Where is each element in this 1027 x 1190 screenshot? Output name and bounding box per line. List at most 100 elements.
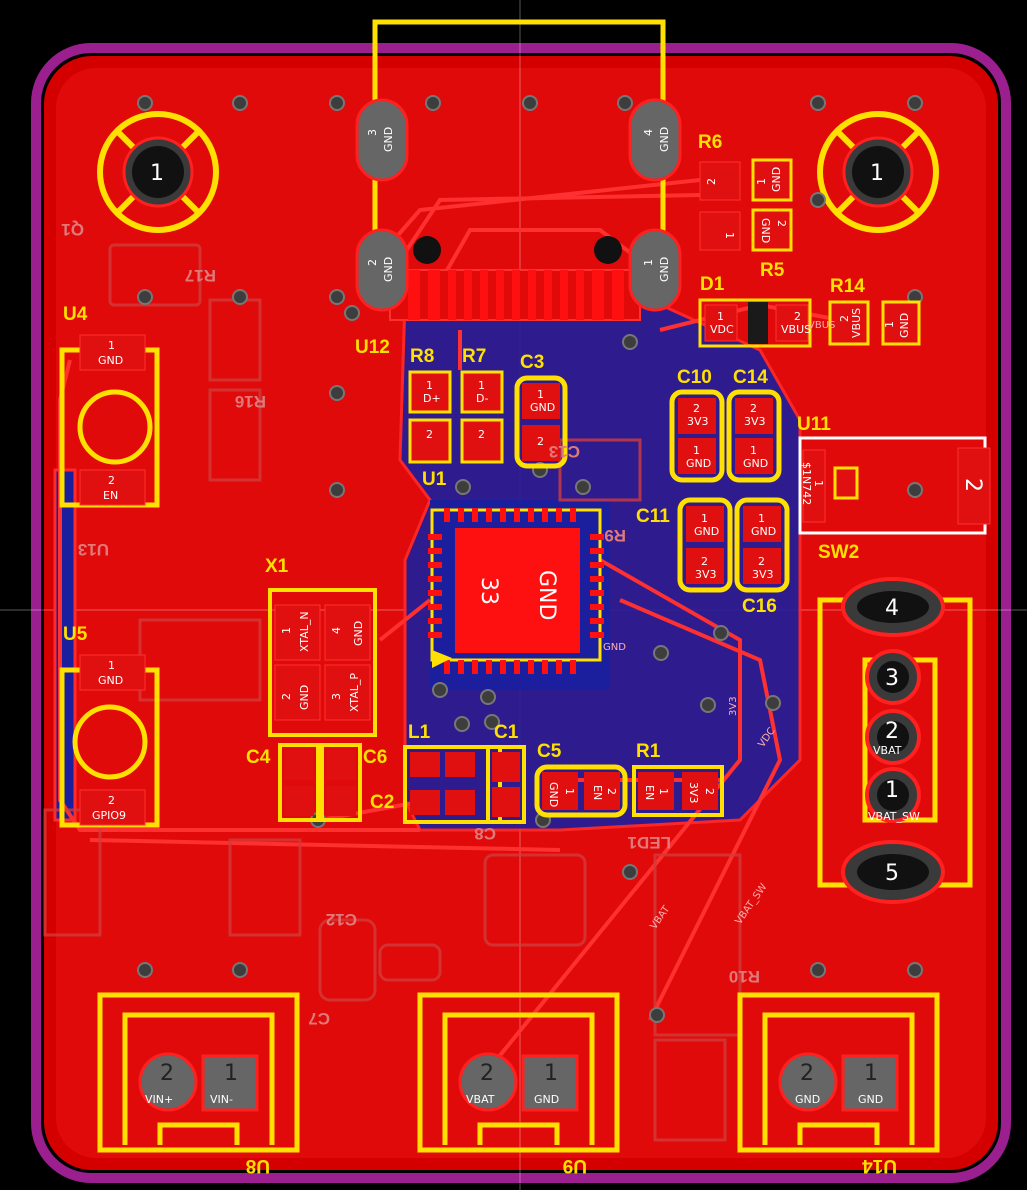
r6-pad-1-net: GND: [770, 167, 783, 192]
u9-pad-1: 1: [544, 1061, 558, 1086]
x1-pad-1: 1: [280, 627, 293, 634]
ghost-ref-q1: Q1: [61, 220, 84, 239]
ref-r6: R6: [698, 132, 722, 153]
c11-pad-2: 2: [701, 555, 708, 568]
ref-c1: C1: [494, 722, 519, 743]
u5-button: [59, 654, 160, 828]
c3-outline: [514, 375, 568, 469]
u14-pad-2: 2: [800, 1061, 814, 1086]
ref-u1: U1: [422, 469, 447, 490]
c11-pad-1-net: GND: [694, 525, 719, 538]
ref-c3: C3: [520, 352, 544, 373]
x1-pad-1-net: XTAL_N: [298, 611, 311, 652]
ghost-ref-u13: U13: [78, 540, 109, 559]
u11-pad-1-net: $1N742: [800, 462, 813, 505]
ref-u14: U14: [862, 1155, 897, 1176]
c3-pad-1-net: GND: [530, 401, 555, 414]
ref-r14: R14: [830, 276, 865, 297]
usb-pin-3-net: GND: [382, 127, 395, 152]
x1-pad-2-net: GND: [298, 685, 311, 710]
ghost-ref-c7: C7: [308, 1009, 330, 1028]
c5-pad-1: 1: [563, 788, 576, 795]
ref-x1: X1: [265, 556, 289, 577]
r6-pad-2: 2: [705, 178, 718, 185]
ref-c14: C14: [733, 367, 768, 388]
u4-pad-1-net: GND: [98, 354, 123, 367]
ref-u12: U12: [355, 337, 390, 358]
r7-pad-2: 2: [478, 428, 485, 441]
u8-pad-2: 2: [160, 1061, 174, 1086]
mounting-hole-right: [817, 111, 939, 233]
ref-u8: U8: [246, 1155, 270, 1176]
ref-u5: U5: [63, 624, 88, 645]
ref-c2: C2: [370, 792, 394, 813]
vias: [137, 95, 923, 1023]
u8-pad-1-net: VIN-: [210, 1093, 233, 1106]
c11-pad-1: 1: [701, 512, 708, 525]
r14-pad-1-net: GND: [898, 313, 911, 338]
u1-pin-number: 33: [476, 577, 501, 605]
ghost-ref-r9: R9: [604, 526, 626, 545]
c5-pad-2-net: EN: [591, 785, 604, 800]
ref-c10: C10: [677, 367, 712, 388]
d1-outline: [698, 298, 812, 348]
mounting-hole-left-label: 1: [150, 161, 164, 186]
u14-pad-1: 1: [864, 1061, 878, 1086]
x1-pad-3-net: XTAL_P: [348, 673, 361, 712]
u14-pad-2-net: GND: [795, 1093, 820, 1106]
u5-pad-1-net: GND: [98, 674, 123, 687]
d1-pad-1-net: VDC: [710, 323, 734, 336]
u1-chip: [428, 508, 604, 674]
u11-pad-1: 1: [812, 480, 825, 487]
ref-r7: R7: [462, 346, 486, 367]
r5-pad-2: 2: [775, 220, 788, 227]
ref-sw2: SW2: [818, 542, 859, 563]
r5-pad-2-net: GND: [759, 218, 772, 243]
usb-pin-2: 2: [366, 259, 379, 266]
ref-r5: R5: [760, 260, 785, 281]
back-silkscreen: [43, 243, 742, 1142]
x1-pad-4-net: GND: [352, 621, 365, 646]
usb-pin-3: 3: [366, 129, 379, 136]
ref-u4: U4: [63, 304, 88, 325]
u9-pad-2: 2: [480, 1061, 494, 1086]
net-3v3: 3V3: [728, 696, 739, 716]
ref-c4: C4: [246, 747, 271, 768]
net-vbus: VBUS: [808, 320, 835, 331]
u5-pad-2: 2: [108, 794, 115, 807]
r7-pad-1-net: D-: [476, 392, 488, 405]
traces: [58, 178, 841, 1082]
c10-pad-1-net: GND: [686, 457, 711, 470]
d1-pad-1: 1: [717, 310, 724, 323]
u4-pad-2: 2: [108, 474, 115, 487]
ghost-ref-c8: C8: [474, 824, 496, 843]
u8-pad-2-net: VIN+: [145, 1093, 173, 1106]
ref-r8: R8: [410, 346, 434, 367]
d1-pad-2: 2: [794, 310, 801, 323]
usb-pin-1: 1: [642, 259, 655, 266]
c5-pad-1-net: GND: [547, 782, 560, 807]
u4-pad-2-net: EN: [103, 489, 118, 502]
u9-connector: [417, 992, 620, 1153]
ref-c5: C5: [537, 741, 562, 762]
usb-connector: [355, 19, 682, 321]
usb-pin-4: 4: [642, 129, 655, 136]
ghost-ref-c13: C13: [549, 442, 580, 461]
ref-d1: D1: [700, 274, 725, 295]
c16-pad-2-net: 3V3: [752, 568, 774, 581]
r1-pad-1-net: EN: [643, 785, 656, 800]
u11-pad-2: 2: [960, 478, 985, 492]
board-outline: [31, 43, 1011, 1183]
ref-c16: C16: [742, 596, 777, 617]
c3-pad-1: 1: [537, 388, 544, 401]
u8-connector: [97, 992, 300, 1153]
c14-pad-2-net: 3V3: [744, 415, 766, 428]
r5-pad-1: 1: [723, 232, 736, 239]
r8-pad-1: 1: [426, 379, 433, 392]
u4-button: [59, 334, 160, 508]
r7-pad-1: 1: [478, 379, 485, 392]
sw2-pad-1: 1: [885, 778, 899, 803]
ghost-ref-r16: R16: [235, 392, 266, 411]
ref-l1: L1: [408, 722, 431, 743]
r14-pad-2: 2: [838, 315, 851, 322]
